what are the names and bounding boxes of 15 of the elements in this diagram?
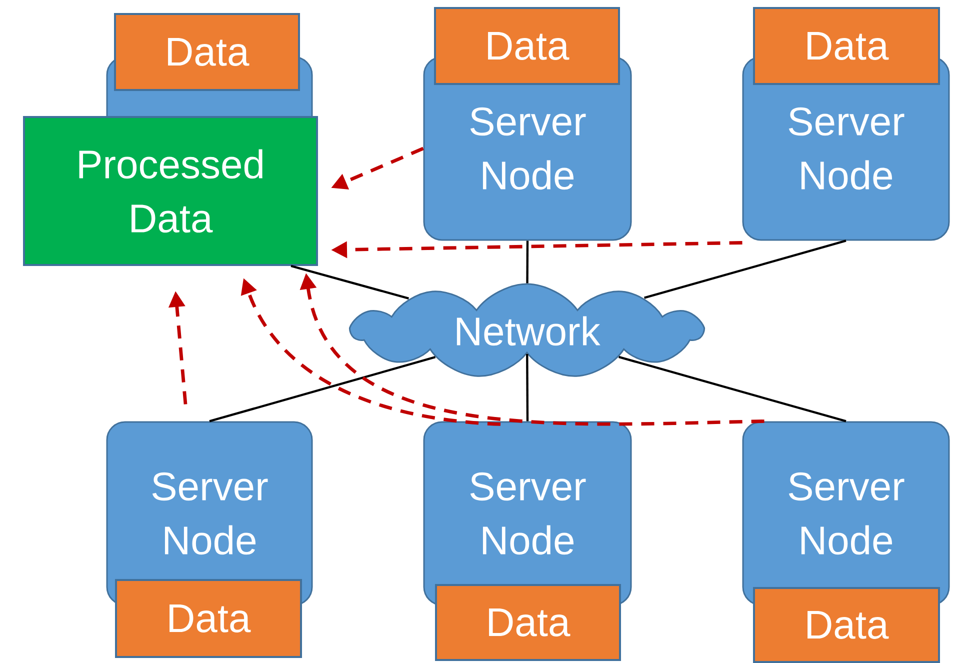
data-box: Data <box>435 584 621 661</box>
server-box: Server Node <box>742 421 950 606</box>
connector-line <box>618 356 846 422</box>
connector-line <box>209 356 436 422</box>
connector-line <box>526 354 529 422</box>
network-cloud: Network <box>348 283 706 377</box>
data-box: Data <box>434 6 620 85</box>
connector-line <box>290 264 409 300</box>
data-box: Data <box>753 6 940 85</box>
data-box: Data <box>753 586 940 663</box>
connector-line <box>526 240 529 284</box>
connector-line <box>644 240 846 299</box>
data-box: Data <box>114 13 300 91</box>
data-box: Data <box>115 578 302 658</box>
processed-data-box: Processed Data <box>23 116 318 266</box>
